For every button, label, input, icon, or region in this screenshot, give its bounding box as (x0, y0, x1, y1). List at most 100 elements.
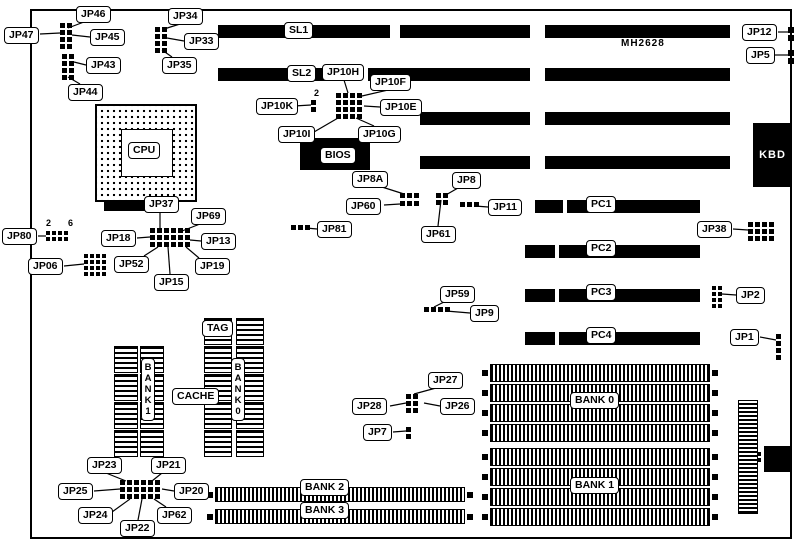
jumper-pin (141, 487, 146, 492)
jumper-pin (414, 201, 419, 206)
jumper-pin (357, 100, 362, 105)
jumper-pin (127, 487, 132, 492)
jumper-jp5 (788, 50, 794, 64)
jumper-pin (718, 298, 722, 302)
label-bank-0: BANK 0 (570, 392, 620, 410)
jumper-edge-pins (757, 452, 761, 462)
label-jp8: JP8 (452, 172, 481, 190)
jumper-pin (62, 75, 67, 80)
jumper-pin (164, 235, 169, 240)
jumper-pin (769, 236, 774, 241)
jumper-pin (343, 114, 348, 119)
label-jp8a: JP8A (352, 171, 389, 189)
jumper-pin (776, 348, 781, 353)
label-pc2: PC2 (586, 240, 617, 258)
jumper-pin (102, 272, 106, 276)
jumper-jp2 (712, 286, 722, 308)
jumper-pin (443, 193, 448, 198)
label-bank-2: BANK 2 (300, 479, 350, 497)
jumper-pin (467, 202, 472, 207)
jumper-jp60 (400, 201, 419, 206)
jumper-jp7 (406, 427, 411, 439)
jumper-pin (413, 408, 418, 413)
jumper-jp37-cluster (150, 228, 190, 247)
simm-bank0-1 (482, 364, 718, 382)
jumper-pin (185, 228, 190, 233)
jumper-pin (712, 292, 716, 296)
jumper-jp59-jp9 (424, 307, 450, 312)
jumper-pin (96, 254, 100, 258)
jumper-jp12 (788, 27, 794, 41)
label-jp24: JP24 (78, 507, 113, 525)
jumper-pin (431, 307, 436, 312)
jumper-jp43-44 (62, 54, 74, 80)
power-connector (764, 446, 790, 472)
jumper-pin (443, 200, 448, 205)
jumper-jp33-34-35 (155, 27, 167, 53)
label-bank1: BANK1 (141, 358, 155, 421)
label-jp27: JP27 (428, 372, 463, 390)
label-bank-3: BANK 3 (300, 502, 350, 520)
jumper-pin (155, 27, 160, 32)
jumper-pin (400, 201, 405, 206)
jumper-pin (64, 231, 68, 235)
jumper-pin (343, 107, 348, 112)
jumper-jp26-27-28 (406, 394, 418, 413)
isa-slot-a3 (545, 25, 730, 38)
label-jp45: JP45 (90, 29, 125, 47)
jumper-pin (755, 222, 760, 227)
label-jp10i: JP10I (278, 126, 316, 144)
jumper-pin (120, 480, 125, 485)
jumper-pin (155, 41, 160, 46)
jumper-pin (155, 34, 160, 39)
jumper-pin (171, 235, 176, 240)
jumper-pin (406, 427, 411, 432)
jumper-pin (171, 228, 176, 233)
label-jp47: JP47 (4, 27, 39, 45)
jumper-pin (69, 61, 74, 66)
jumper-pin (62, 68, 67, 73)
jumper-pin (185, 242, 190, 247)
jumper-jp06 (84, 254, 106, 276)
label-jp61: JP61 (421, 226, 456, 244)
jumper-pin (776, 355, 781, 360)
label-2: 2 (314, 88, 320, 98)
jumper-pin (298, 225, 303, 230)
jumper-pin (757, 452, 761, 456)
jumper-pin (62, 61, 67, 66)
jumper-pin (58, 237, 62, 241)
jumper-pin (343, 93, 348, 98)
jumper-pin (406, 401, 411, 406)
jumper-pin (60, 30, 65, 35)
jumper-pin (69, 68, 74, 73)
jumper-pin (438, 307, 443, 312)
jumper-jp11 (460, 202, 479, 207)
jumper-pin (762, 222, 767, 227)
jumper-pin (350, 100, 355, 105)
jumper-pin (90, 272, 94, 276)
label-jp18: JP18 (101, 230, 136, 248)
label-jp59: JP59 (440, 286, 475, 304)
jumper-pin (96, 260, 100, 264)
label-6: 6 (68, 218, 74, 228)
jumper-pin (157, 242, 162, 247)
label-jp10e: JP10E (380, 99, 422, 117)
jumper-pin (171, 242, 176, 247)
jumper-pin (755, 236, 760, 241)
jumper-jp45-46-47 (60, 23, 72, 49)
label-pc1: PC1 (586, 196, 617, 214)
label-bios: BIOS (320, 147, 356, 165)
jumper-pin (150, 235, 155, 240)
jumper-pin (712, 298, 716, 302)
jumper-pin (762, 229, 767, 234)
simm-bank0-4 (482, 424, 718, 442)
jumper-pin (291, 225, 296, 230)
label-jp34: JP34 (168, 8, 203, 26)
simm-bank1-1 (482, 448, 718, 466)
jumper-jp8-jp61 (436, 193, 448, 205)
label-jp38: JP38 (697, 221, 732, 239)
cache-bank1-chips-chip (114, 374, 138, 401)
label-jp1: JP1 (730, 329, 759, 347)
label-jp46: JP46 (76, 6, 111, 24)
